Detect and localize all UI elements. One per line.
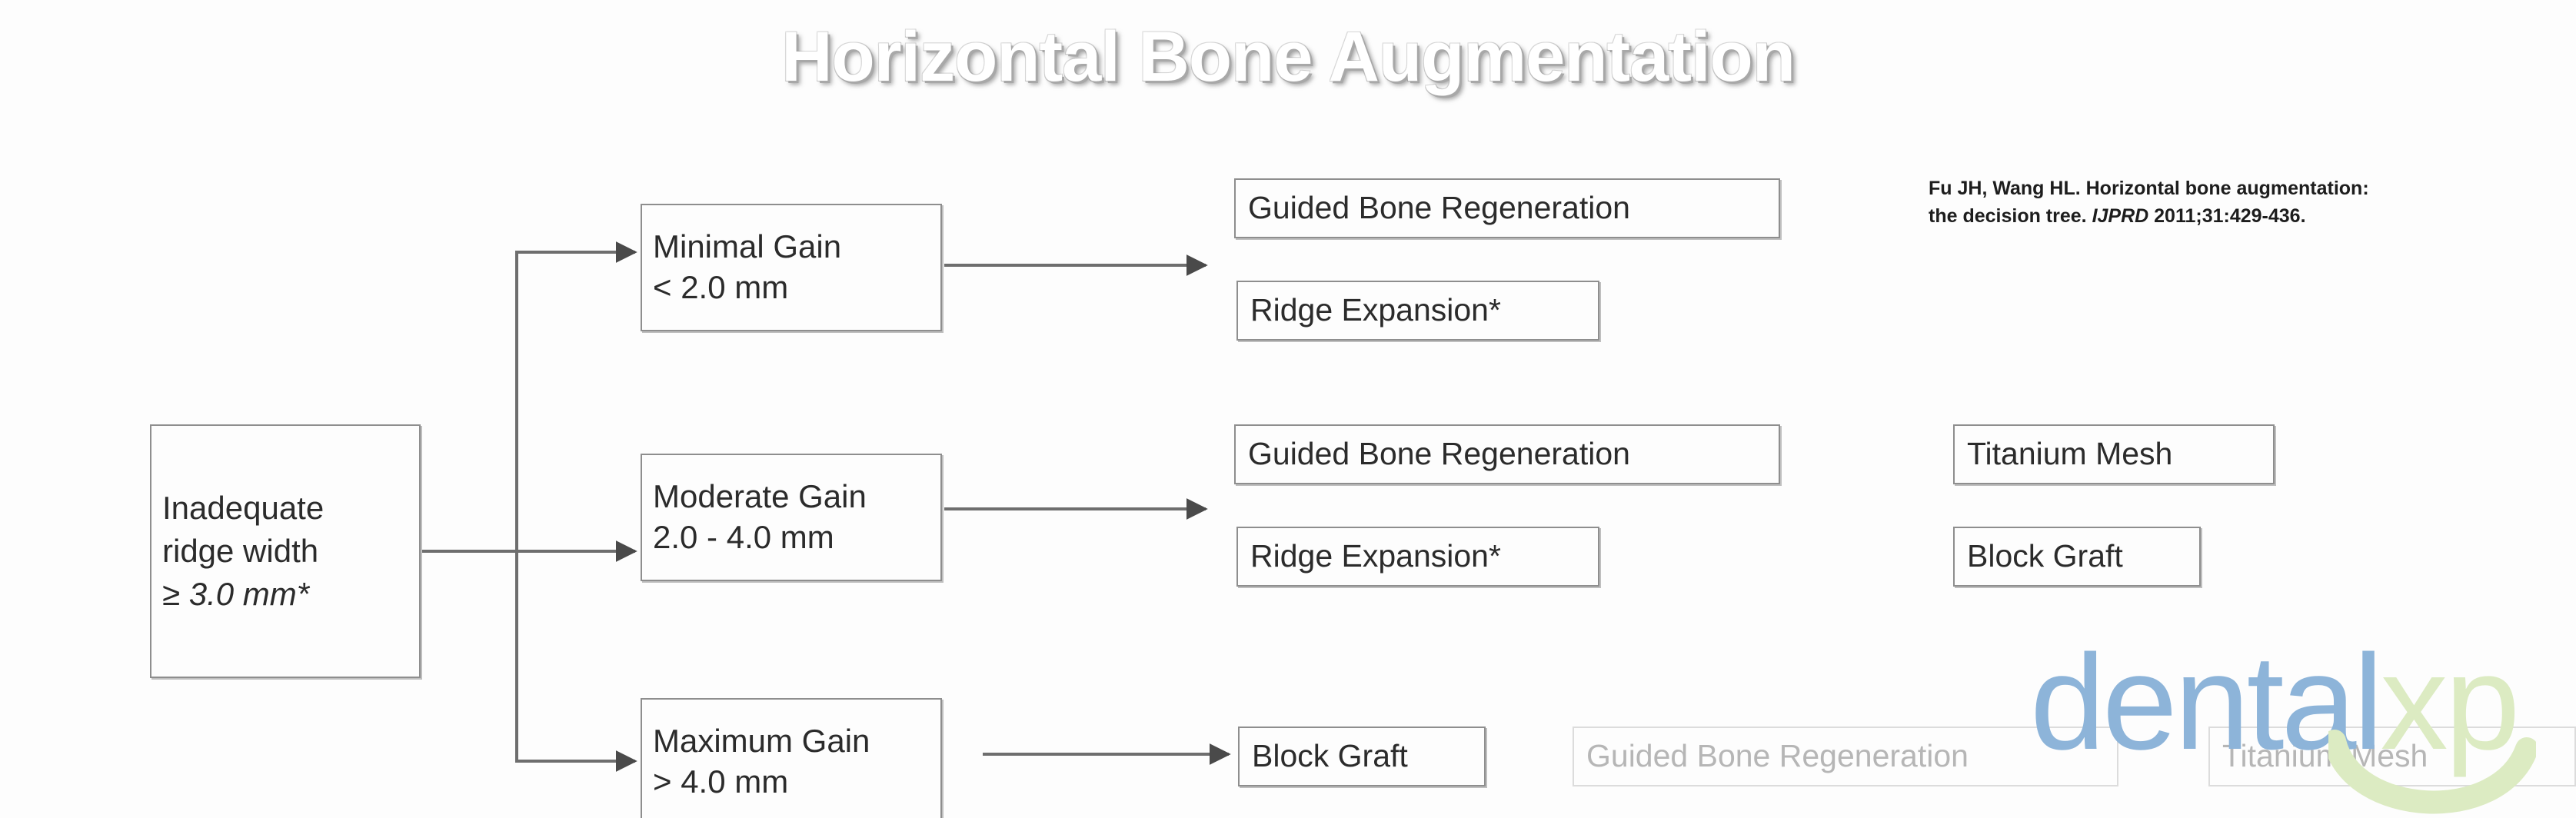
gain-box-moderate: Moderate Gain 2.0 - 4.0 mm — [641, 454, 942, 581]
treatment-label: Ridge Expansion* — [1250, 538, 1501, 574]
treatment-box-moderate-block-graft: Block Graft — [1953, 527, 2201, 587]
citation-lead: the decision tree. — [1929, 204, 2092, 227]
gain-range-maximum: > 4.0 mm — [653, 763, 789, 800]
page-title: Horizontal Bone Augmentation — [781, 18, 1796, 96]
treatment-label: Block Graft — [1252, 738, 1408, 774]
gain-box-maximum: Maximum Gain > 4.0 mm — [641, 698, 942, 818]
treatment-label: Ridge Expansion* — [1250, 292, 1501, 328]
decision-box-inadequate-ridge-width: Inadequate ridge width ≥ 3.0 mm* — [150, 424, 421, 678]
decision-line-1: Inadequate — [162, 490, 324, 527]
treatment-box-moderate-ridge-expansion: Ridge Expansion* — [1236, 527, 1599, 587]
gain-range-minimal: < 2.0 mm — [653, 269, 789, 305]
treatment-box-maximum-titanium-mesh: Titanium Mesh — [2208, 727, 2576, 786]
treatment-label: Titanium Mesh — [1967, 436, 2173, 472]
treatment-box-maximum-gbr: Guided Bone Regeneration — [1573, 727, 2118, 786]
treatment-box-minimal-gbr: Guided Bone Regeneration — [1234, 178, 1780, 238]
treatment-box-moderate-titanium-mesh: Titanium Mesh — [1953, 424, 2275, 484]
treatment-label: Guided Bone Regeneration — [1248, 436, 1630, 472]
gain-label-minimal: Minimal Gain — [653, 228, 842, 265]
citation-line-1: Fu JH, Wang HL. Horizontal bone augmenta… — [1929, 178, 2369, 199]
treatment-box-maximum-block-graft: Block Graft — [1238, 727, 1486, 786]
gain-range-moderate: 2.0 - 4.0 mm — [653, 519, 834, 555]
treatment-label: Guided Bone Regeneration — [1586, 738, 1969, 774]
citation-tail: 2011;31:429-436. — [2148, 204, 2306, 227]
decision-line-2: ridge width — [162, 533, 319, 570]
gain-label-maximum: Maximum Gain — [653, 723, 870, 760]
treatment-label: Block Graft — [1967, 538, 2123, 574]
treatment-label: Guided Bone Regeneration — [1248, 190, 1630, 226]
gain-label-moderate: Moderate Gain — [653, 478, 867, 515]
treatment-box-minimal-ridge-expansion: Ridge Expansion* — [1236, 281, 1599, 341]
citation-reference: Fu JH, Wang HL. Horizontal bone augmenta… — [1929, 175, 2559, 230]
gain-box-minimal: Minimal Gain < 2.0 mm — [641, 204, 942, 331]
citation-line-2: the decision tree. IJPRD 2011;31:429-436… — [1929, 203, 2559, 231]
citation-journal: IJPRD — [2092, 204, 2149, 227]
treatment-box-moderate-gbr: Guided Bone Regeneration — [1234, 424, 1780, 484]
treatment-label: Titanium Mesh — [2222, 738, 2428, 774]
decision-line-3: ≥ 3.0 mm* — [162, 575, 310, 612]
